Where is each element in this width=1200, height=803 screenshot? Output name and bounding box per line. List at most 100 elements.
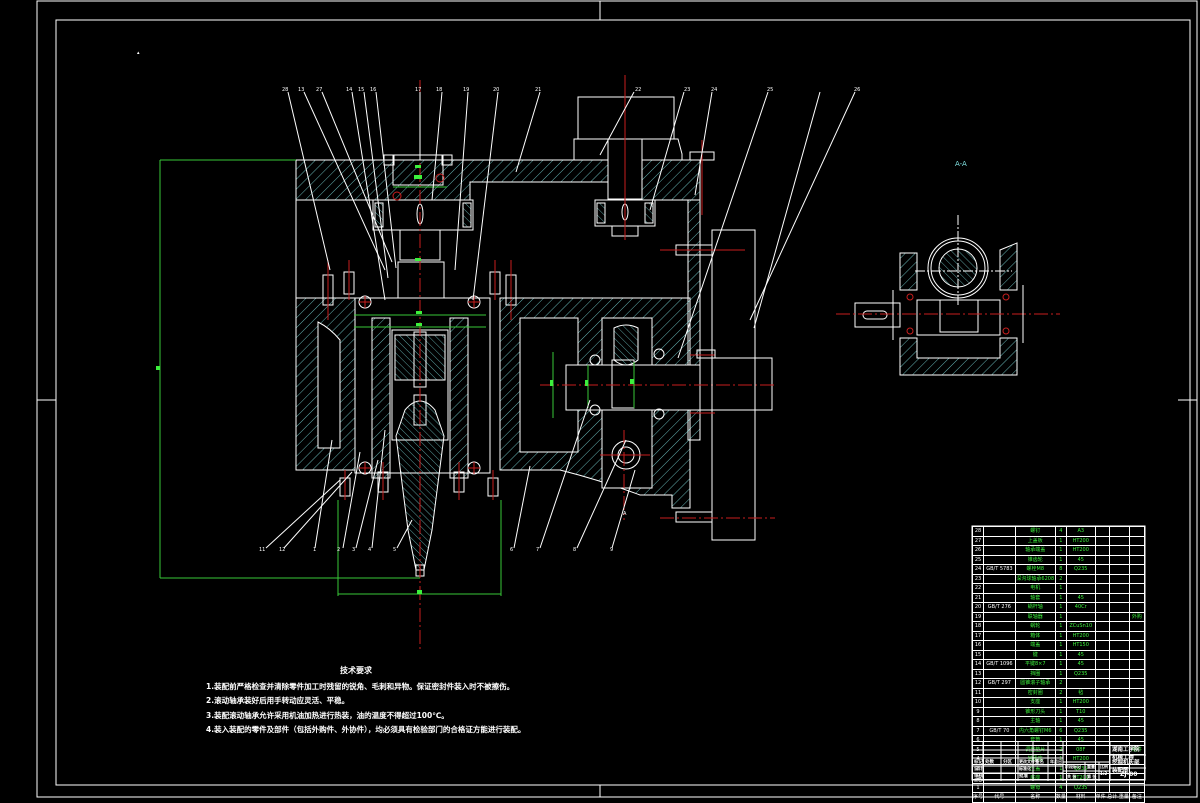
cell-weight-single [1094,621,1111,632]
cell-material: HT150 [1065,640,1096,651]
section-base [899,337,1018,376]
spindle-collar [397,261,445,299]
label-count: 处数 [985,760,994,765]
cell-code [983,782,1016,793]
balloon: 23 [684,87,690,93]
cell-weight-total [1109,554,1130,565]
cell-weight-single [1094,583,1111,594]
cell-weight-single [1094,659,1111,670]
cell-seq: 28 [971,526,985,537]
cell-name: 深沟球轴承6208 [1014,573,1056,584]
coupling-right [644,202,654,224]
cell-weight-single [1094,602,1111,613]
balloon: 12 [279,547,285,553]
parts-list-header: 序号 代号 名称 数量 材料 单件 总计 重量 备注 [971,792,1146,803]
height-dim-label [156,366,160,370]
bearing [589,404,601,416]
bearing-ball [392,191,402,201]
shaft-end [699,357,773,411]
balloon: 2 [337,547,340,553]
balloon: 27 [316,87,322,93]
balloon: 17 [415,87,421,93]
cell-weight-total [1109,592,1130,603]
left-cavity [317,321,341,449]
cell-weight-total [1109,668,1130,679]
cell-seq: 11 [971,687,985,698]
label-zone: 分区 [1003,760,1012,765]
cell-seq: 12 [971,678,985,689]
cell-note [1128,602,1146,613]
cell-note [1128,564,1146,575]
cell-note [1128,725,1146,736]
cell-material: 45 [1065,554,1096,565]
balloon-labels-top: 28 13 27 14 15 16 17 18 19 20 21 22 23 2… [282,87,860,93]
cell-weight-total [1109,782,1130,793]
cell-note [1128,573,1146,584]
section-shaft [916,299,1001,336]
cell-weight-single [1094,545,1111,556]
cell-weight-total [1109,697,1130,708]
cell-qty: 1 [1054,630,1067,641]
cell-seq: 27 [971,535,985,546]
cell-qty: 1 [1054,697,1067,708]
header-note: 备注 [1128,792,1146,803]
cell-name: 内六角螺钉M6 [1014,725,1056,736]
cell-qty: 1 [1054,668,1067,679]
section-wall-right [999,242,1018,291]
width-dim-label [417,590,422,594]
balloon: 7 [536,547,539,553]
pin [696,349,716,359]
cell-name: 平键8×7 [1014,659,1056,670]
label-stage: 阶段标记 [1065,764,1081,769]
cell-weight-single [1094,526,1111,537]
motor-body [577,96,675,140]
cell-qty: 1 [1054,706,1067,717]
cell-note [1128,678,1146,689]
cell-qty: 2 [1054,687,1067,698]
motor-flange [573,138,683,161]
cell-qty: 1 [1054,554,1067,565]
cell-name: 锥形刀头 [1014,706,1056,717]
flange-bolt [675,511,713,523]
section-keyway [862,310,888,320]
cell-weight-total [1109,630,1130,641]
cell-note [1128,630,1146,641]
cell-seq: 23 [971,573,985,584]
cell-seq: 24 [971,564,985,575]
scale-value: 1:2 [1100,771,1108,776]
cell-weight-total [1109,602,1130,613]
cell-note [1128,687,1146,698]
balloon: 4 [368,547,371,553]
inner-frame [55,19,1191,786]
cell-weight-single [1094,716,1111,727]
cell-note [1128,697,1146,708]
header-material: 材料 [1065,792,1096,803]
balloon: 16 [370,87,376,93]
title-block: 标记 处数 分区 更改文件号 签名 年月日 设计 标准化 审核 工艺 批准 阶段… [972,741,1146,782]
cell-weight-single [1094,697,1111,708]
cell-code [983,592,1016,603]
cell-weight-single [1094,611,1111,622]
balloon: 8 [573,547,576,553]
cell-code [983,611,1016,622]
tech-req-title: 技术要求 [340,666,372,675]
cell-qty: 8 [1054,564,1067,575]
cell-weight-total [1109,526,1130,537]
cell-qty: 1 [1054,659,1067,670]
balloon: 14 [346,87,352,93]
cell-code: GB/T 276 [983,602,1016,613]
leader-lines-top [287,91,856,359]
section-view-label: A-A [955,160,967,168]
balloon: 28 [282,87,288,93]
technical-requirements: 技术要求 1.装配前严格检查并清除零件加工时残留的锐角、毛刺和异物。保证密封件装… [206,664,525,738]
flange-bolt [675,244,713,256]
cell-name: 上盖板 [1014,535,1056,546]
